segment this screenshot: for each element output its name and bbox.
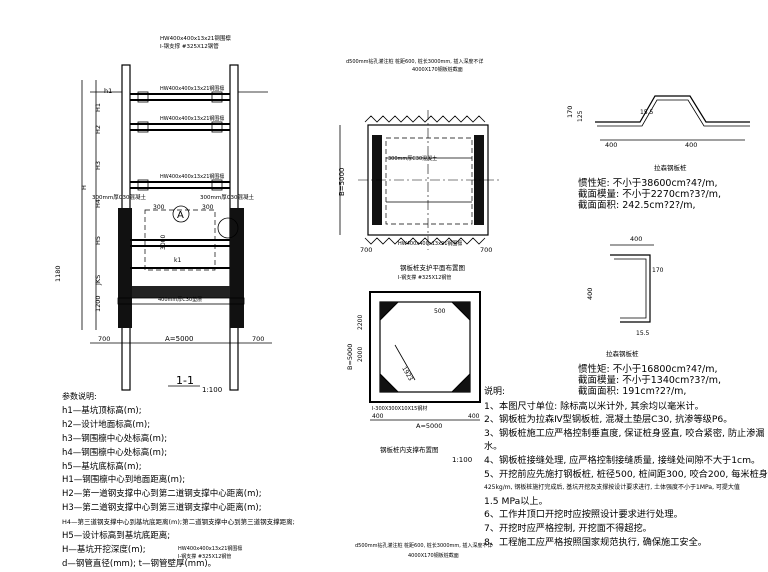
- cushion-layer: [117, 297, 245, 305]
- waling-level-2: HW400x400x13x21钢围檩: [130, 115, 230, 133]
- svg-text:h1: h1: [104, 87, 112, 95]
- svg-text:700: 700: [480, 246, 492, 254]
- svg-text:400: 400: [685, 141, 697, 149]
- svg-text:HW400x400x13x21钢围檩: HW400x400x13x21钢围檩: [398, 240, 462, 247]
- svg-text:300: 300: [153, 204, 165, 211]
- svg-text:15.5: 15.5: [640, 109, 654, 116]
- right-concrete-fill: [230, 208, 244, 328]
- dim-a-5000: A=5000: [165, 335, 193, 343]
- base-slab: [132, 286, 230, 298]
- svg-text:700: 700: [360, 246, 372, 254]
- plan-top-note: d500mm钻孔灌注桩 桩距600, 桩长3000mm, 插入深度不详: [346, 58, 483, 65]
- svg-text:700: 700: [98, 335, 110, 343]
- svg-text:700: 700: [252, 335, 264, 343]
- waling-level-3: HW400x400x13x21钢围檩: [130, 173, 230, 191]
- svg-text:400: 400: [372, 413, 384, 420]
- svg-text:A=5000: A=5000: [416, 422, 442, 430]
- sheet-pile-profile-1: 400 400 170 125 15.5 拉森钢板桩: [566, 95, 750, 172]
- svg-text:B=5000: B=5000: [346, 344, 354, 370]
- bracing-scale: 1:100: [452, 456, 472, 464]
- svg-text:H2: H2: [94, 125, 102, 134]
- profile1-title: 拉森钢板桩: [654, 163, 687, 172]
- profile1-props: 惯性矩: 不小于38600cm?4?/m, 截面模量: 不小于2270cm?3?…: [578, 178, 721, 211]
- bracing-title: 钢板桩内支撑布置图: [380, 445, 439, 454]
- svg-text:k1: k1: [174, 257, 181, 264]
- svg-text:400mm厚C30垫层: 400mm厚C30垫层: [158, 296, 202, 303]
- svg-text:1200: 1200: [94, 295, 102, 312]
- plan-inner: [385, 137, 473, 225]
- svg-text:300mm厚C30混凝土: 300mm厚C30混凝土: [92, 193, 147, 201]
- svg-text:H1: H1: [94, 103, 102, 112]
- svg-text:1180: 1180: [54, 265, 62, 282]
- svg-text:400: 400: [605, 141, 617, 149]
- callout-a-circle: [172, 205, 190, 223]
- svg-text:2200: 2200: [357, 315, 364, 330]
- waling-level-1: HW400x400x13x21钢围檩: [130, 85, 230, 103]
- svg-text:400: 400: [468, 413, 480, 420]
- section-top-label: HW400x400x13x21钢围檩: [160, 34, 231, 42]
- section-top-label-2: I-钢支撑 #325X12钢管: [160, 42, 219, 50]
- section-scale: 1:100: [202, 386, 222, 394]
- svg-text:JKS: JKS: [94, 275, 102, 286]
- svg-text:d500mm钻孔灌注桩 桩距600, 桩长3000mm, 插: d500mm钻孔灌注桩 桩距600, 桩长3000mm, 插入深度不详: [355, 542, 492, 549]
- waling-label-2: HW400x400x13x21钢围檩: [160, 115, 224, 122]
- section-1-1: HW400x400x13x21钢围檩 I-钢支撑 #325X12钢管 HW400…: [54, 34, 272, 394]
- svg-text:H5: H5: [94, 236, 102, 245]
- svg-text:H: H: [80, 185, 88, 190]
- svg-text:I-300X300X10X15钢材: I-300X300X10X15钢材: [372, 405, 427, 412]
- waling-label-3: HW400x400x13x21钢围檩: [160, 173, 224, 180]
- sheet-pile-profile-2: 400 400 15.5 170 拉森钢板桩: [586, 235, 664, 358]
- svg-text:300mm厚C30混凝土: 300mm厚C30混凝土: [200, 193, 255, 201]
- plan-title-2: I-钢支撑 #325X12钢管: [398, 274, 451, 281]
- svg-text:3000: 3000: [160, 235, 167, 250]
- left-concrete-fill: [118, 208, 132, 328]
- svg-text:15.5: 15.5: [636, 330, 650, 337]
- waling-level-4: [130, 239, 230, 247]
- svg-text:400: 400: [630, 235, 642, 243]
- svg-text:400: 400: [586, 288, 594, 300]
- profile2-title: 拉森钢板桩: [606, 349, 639, 358]
- plan-view: d500mm钻孔灌注桩 桩距600, 桩长3000mm, 插入深度不详 4000…: [338, 58, 500, 281]
- svg-text:2000: 2000: [357, 347, 364, 362]
- svg-text:B=5000: B=5000: [338, 168, 346, 196]
- svg-text:500: 500: [434, 308, 446, 315]
- profile2-props: 惯性矩: 不小于16800cm?4?/m, 截面模量: 不小于1340cm?3?…: [578, 364, 721, 397]
- svg-text:H4: H4: [94, 199, 102, 208]
- svg-text:HW400x400x13x21钢围檩: HW400x400x13x21钢围檩: [178, 545, 242, 552]
- right-detail-circle: [217, 217, 239, 239]
- waling-label-1: HW400x400x13x21钢围檩: [160, 85, 224, 92]
- bracing-plan: 1923 B=5000 2000 2200 400 A=5000 400 500…: [346, 291, 481, 464]
- plan-top-note-2: 4000X170钢板桩截面: [412, 66, 463, 73]
- svg-text:300mm厚C30混凝土: 300mm厚C30混凝土: [388, 155, 437, 162]
- inner-dashed-box: [144, 209, 216, 271]
- section-title: 1-1: [176, 374, 194, 387]
- svg-text:300: 300: [202, 204, 214, 211]
- plan-title: 钢板桩支护平面布置图: [400, 263, 465, 272]
- svg-text:4000X170钢板桩截面: 4000X170钢板桩截面: [408, 552, 459, 559]
- callout-a: A: [177, 210, 184, 221]
- svg-text:H3: H3: [94, 161, 102, 170]
- svg-text:170: 170: [652, 267, 664, 274]
- svg-text:I-钢支撑 #325X12钢管: I-钢支撑 #325X12钢管: [178, 553, 231, 560]
- svg-text:125: 125: [577, 110, 584, 122]
- general-notes: 说明: 1、本图尺寸单位: 除标高以米计外, 其余均以毫米计。 2、钢板桩为拉森…: [484, 387, 768, 548]
- parameter-legend: 参数说明: h1—基坑顶标高(m); h2—设计地面标高(m); h3—钢围檩中…: [62, 392, 295, 569]
- svg-text:170: 170: [566, 106, 574, 118]
